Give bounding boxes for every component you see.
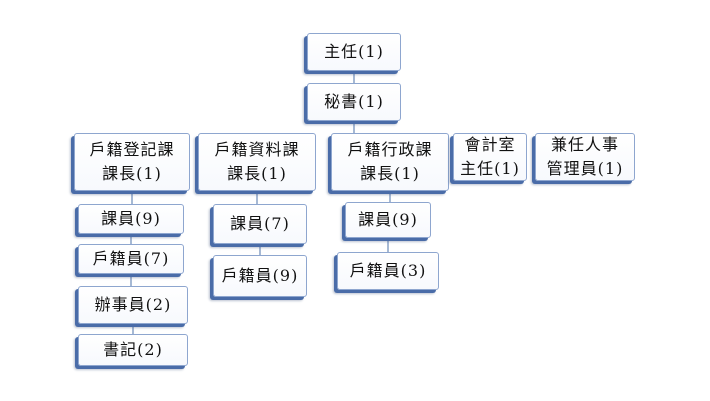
node-label: 戶籍登記課 (89, 140, 175, 159)
node-section-administration: 戶籍行政課 課長(1) (331, 133, 449, 191)
node-label: 課員(9) (101, 209, 161, 228)
node-staff: 課員(9) (345, 202, 431, 238)
node-section-registration: 戶籍登記課 課長(1) (74, 133, 190, 191)
node-label: 書記(2) (103, 340, 163, 359)
node-section-records: 戶籍資料課 課長(1) (198, 133, 316, 191)
node-secretary: 秘書(1) (307, 83, 401, 121)
node-staff: 戶籍員(9) (213, 255, 307, 297)
node-label: 課長(1) (102, 164, 162, 183)
node-staff: 課員(7) (213, 204, 307, 244)
node-label: 戶籍員(3) (349, 261, 427, 280)
node-label: 課長(1) (360, 164, 420, 183)
node-staff: 戶籍員(7) (78, 244, 184, 274)
node-director: 主任(1) (307, 33, 401, 71)
node-label: 主任(1) (460, 159, 520, 178)
node-label: 戶籍行政課 (347, 140, 433, 159)
node-label: 秘書(1) (324, 92, 384, 111)
node-label: 主任(1) (324, 42, 384, 61)
node-staff: 辦事員(2) (78, 286, 188, 324)
node-label: 兼任人事 (550, 135, 619, 154)
node-label: 課員(9) (358, 210, 418, 229)
node-label: 戶籍資料課 (214, 140, 300, 159)
node-label: 課長(1) (227, 164, 287, 183)
node-label: 辦事員(2) (94, 295, 172, 314)
node-accounting-office: 會計室 主任(1) (453, 133, 527, 181)
node-label: 會計室 (464, 135, 516, 154)
node-staff: 書記(2) (78, 334, 188, 366)
node-label: 管理員(1) (546, 159, 624, 178)
node-label: 戶籍員(7) (92, 249, 170, 268)
node-staff: 戶籍員(3) (337, 252, 439, 290)
node-personnel-officer: 兼任人事 管理員(1) (535, 133, 635, 181)
node-label: 戶籍員(9) (221, 266, 299, 285)
node-staff: 課員(9) (78, 204, 184, 234)
node-label: 課員(7) (230, 214, 290, 233)
